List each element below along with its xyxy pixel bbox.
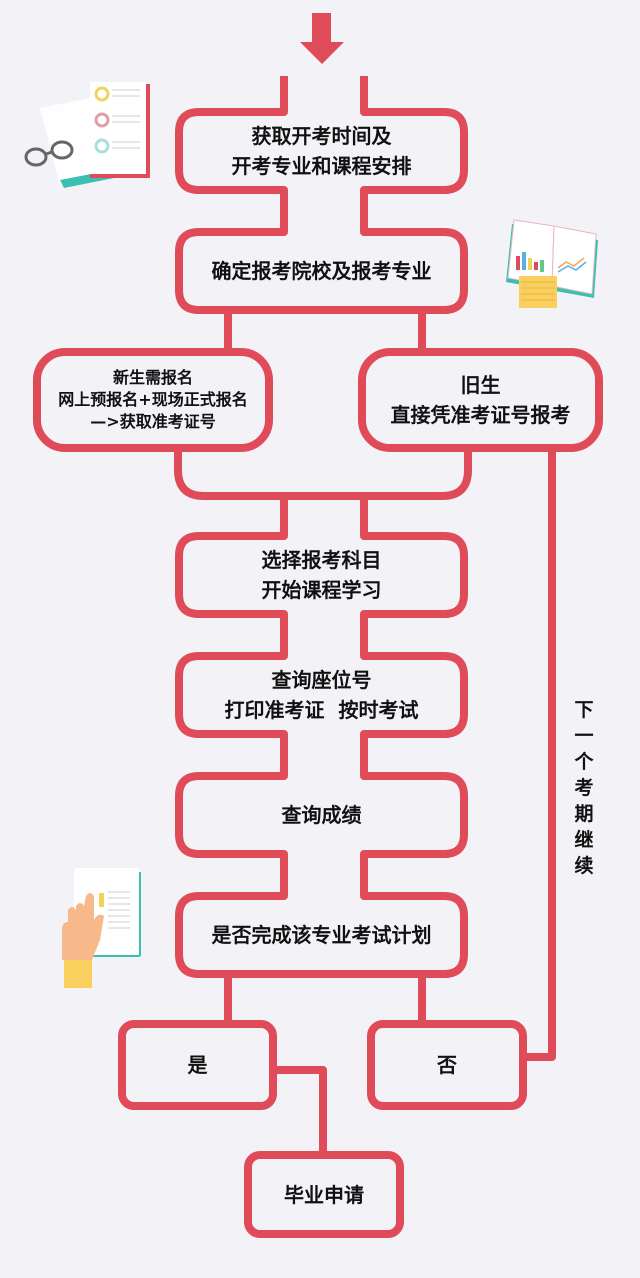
box-old-border [358, 348, 603, 452]
box-step1-border [175, 76, 468, 314]
step-graduation-application: 毕业申请 [284, 1182, 364, 1207]
documents-with-glasses-icon [24, 82, 150, 188]
box-no-border [367, 1020, 527, 1110]
open-book-chart-icon [506, 219, 598, 308]
branch-no: 否 [437, 1053, 457, 1077]
step-seat-exam: 查询座位号 打印准考证 按时考试 [224, 668, 419, 722]
step-old-student: 旧生 直接凭准考证号报考 [390, 373, 571, 427]
loop-label-next-term: 下 一 个 考 期 继 续 [574, 699, 594, 877]
down-arrow-icon [300, 13, 344, 64]
box-graduate-border [244, 1151, 404, 1238]
step-get-schedule: 获取开考时间及 开考专业和课程安排 [231, 124, 412, 178]
decision-plan-complete: 是否完成该专业考试计划 [211, 923, 432, 947]
step-choose-subjects: 选择报考科目 开始课程学习 [261, 548, 382, 602]
step-new-student: 新生需报名 网上预报名+现场正式报名 —>获取准考证号 [58, 368, 248, 431]
hand-tablet-icon [62, 868, 141, 988]
box-yes-border [118, 1020, 277, 1110]
branch-yes: 是 [187, 1053, 208, 1077]
step-choose-school: 确定报考院校及报考专业 [211, 259, 432, 283]
box-new-border [33, 348, 273, 452]
step-check-scores: 查询成绩 [281, 803, 362, 827]
